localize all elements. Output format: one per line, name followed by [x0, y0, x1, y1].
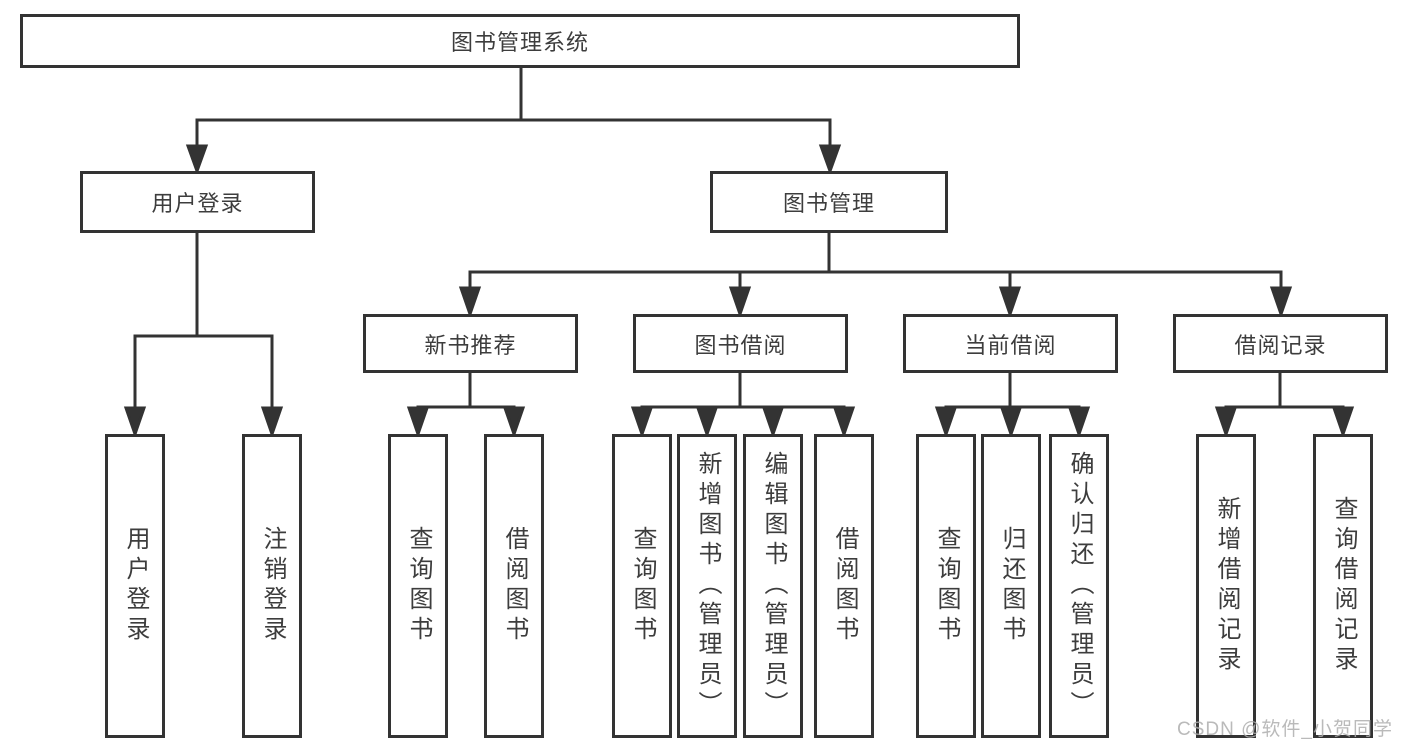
leaf-label: 新增借阅记录	[1213, 496, 1240, 676]
csdn-watermark: CSDN @软件_小贺同学	[1177, 719, 1393, 740]
node-label: 图书管理	[782, 191, 875, 216]
leaf-return-books: 归还图书	[981, 434, 1041, 738]
leaf-label: 查询图书	[629, 526, 656, 646]
leaf-user-login: 用户登录	[105, 434, 165, 738]
leaf-edit-books-admin: 编辑图书（管理员）	[743, 434, 803, 738]
leaf-label: 查询图书	[405, 526, 432, 646]
node-new-book-recommend: 新书推荐	[363, 314, 578, 373]
leaf-borrow-books: 借阅图书	[484, 434, 544, 738]
leaf-label: 查询借阅记录	[1330, 496, 1357, 676]
leaf-label: 新增图书（管理员）	[694, 451, 721, 721]
leaf-add-books-admin: 新增图书（管理员）	[677, 434, 737, 738]
leaf-query-borrow-record: 查询借阅记录	[1313, 434, 1373, 738]
node-library-management-system: 图书管理系统	[20, 14, 1020, 68]
leaf-confirm-return-admin: 确认归还（管理员）	[1049, 434, 1109, 738]
leaf-label: 确认归还（管理员）	[1066, 451, 1093, 721]
node-label: 新书推荐	[424, 332, 517, 358]
leaf-logout: 注销登录	[242, 434, 302, 738]
leaf-label: 编辑图书（管理员）	[760, 451, 787, 721]
leaf-add-borrow-record: 新增借阅记录	[1196, 434, 1256, 738]
leaf-borrow-books: 借阅图书	[814, 434, 874, 738]
leaf-query-books: 查询图书	[612, 434, 672, 738]
node-label: 图书管理系统	[450, 30, 589, 55]
node-user-login: 用户登录	[80, 171, 315, 233]
node-label: 图书借阅	[694, 332, 787, 358]
node-label: 借阅记录	[1234, 332, 1327, 358]
node-book-management: 图书管理	[710, 171, 948, 233]
leaf-label: 借阅图书	[501, 526, 528, 646]
leaf-query-books: 查询图书	[916, 434, 976, 738]
leaf-label: 归还图书	[998, 526, 1025, 646]
node-label: 当前借阅	[964, 332, 1057, 358]
leaf-label: 借阅图书	[831, 526, 858, 646]
leaf-label: 查询图书	[933, 526, 960, 646]
node-label: 用户登录	[151, 191, 244, 216]
leaf-label: 注销登录	[259, 526, 286, 646]
node-borrowing-records: 借阅记录	[1173, 314, 1388, 373]
leaf-label: 用户登录	[122, 526, 149, 646]
node-book-borrowing: 图书借阅	[633, 314, 848, 373]
node-current-borrowing: 当前借阅	[903, 314, 1118, 373]
leaf-query-books: 查询图书	[388, 434, 448, 738]
